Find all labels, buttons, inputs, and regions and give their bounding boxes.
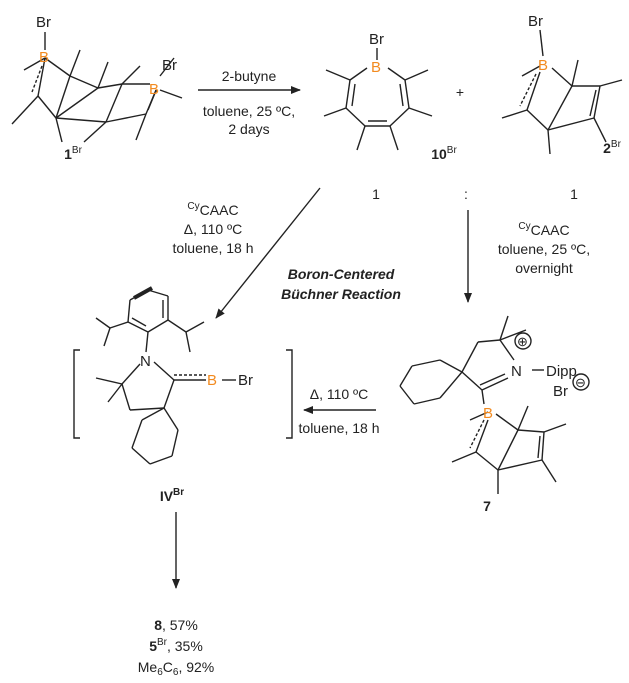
atom-b-orange: B	[39, 49, 49, 66]
step1-condition: 2 days	[228, 121, 270, 137]
ratio-left: 1	[372, 186, 380, 202]
step3-reagent: CyCAAC	[518, 222, 569, 239]
bromide-counterion: Br	[553, 383, 568, 400]
step1-condition: toluene, 25 ºC,	[202, 103, 296, 119]
compound-superscript: Br	[71, 145, 82, 156]
negative-charge: ⊖	[575, 375, 586, 390]
product-5-yield: 5Br, 35%	[149, 638, 203, 655]
atom-b-orange: B	[371, 59, 381, 76]
compound-7-label: 7	[483, 498, 491, 514]
compound-7-structure	[399, 315, 590, 494]
compound-2-label: 2Br	[603, 140, 621, 157]
formula-subscript: 6	[157, 667, 163, 678]
product-8-yield: 8, 57%	[154, 617, 198, 634]
yield-value: , 57%	[161, 617, 198, 633]
atom-br: Br	[528, 13, 543, 30]
compound-IV-label: IVBr	[160, 488, 184, 505]
compound-10-structure	[323, 48, 433, 151]
atom-br: Br	[369, 31, 384, 48]
compound-1-structure	[11, 32, 183, 143]
atom-n: N	[140, 353, 151, 370]
compound-number: 10	[431, 146, 447, 162]
step3-condition: toluene, 25 ºC,	[497, 241, 591, 257]
reagent-name: CAAC	[199, 202, 239, 218]
compound-superscript: Br	[173, 487, 185, 498]
product-me6c6-yield: Me6C6, 92%	[137, 659, 215, 678]
step3-condition: overnight	[515, 260, 573, 276]
step2-condition: Δ, 110 ºC	[183, 221, 243, 237]
dipp-label: Dipp	[546, 363, 577, 380]
positive-charge: ⊕	[517, 334, 528, 349]
atom-b-orange: B	[207, 372, 217, 389]
plus-sign: +	[455, 84, 465, 100]
ratio-right: 1	[570, 186, 578, 202]
compound-10-label: 10Br	[431, 146, 457, 163]
step1-reagent: 2-butyne	[221, 68, 277, 84]
formula-part: C	[162, 659, 173, 675]
compound-number: IV	[159, 488, 174, 504]
reaction-name: Büchner Reaction	[281, 286, 401, 302]
reaction-name: Boron-Centered	[287, 266, 395, 282]
step2-reagent: CyCAAC	[187, 202, 238, 219]
step4-condition: toluene, 18 h	[298, 420, 380, 436]
formula-subscript: 6	[172, 667, 179, 678]
yield-value: , 35%	[166, 638, 203, 654]
compound-number: 1	[64, 146, 72, 162]
atom-br: Br	[36, 14, 51, 31]
atom-b-orange: B	[538, 57, 548, 74]
compound-1-label: 1Br	[64, 146, 82, 163]
atom-br: Br	[238, 372, 253, 389]
compound-superscript: Br	[610, 139, 621, 150]
compound-number: 8	[154, 617, 162, 633]
step4-condition: Δ, 110 ºC	[309, 386, 369, 402]
compound-superscript: Br	[446, 145, 457, 156]
reagent-superscript: Cy	[187, 201, 200, 212]
reagent-superscript: Cy	[518, 221, 531, 232]
compound-2-structure	[501, 29, 623, 155]
compound-superscript: Br	[156, 637, 167, 648]
ratio-separator: :	[464, 186, 468, 202]
compound-number: 2	[603, 140, 611, 156]
reagent-name: CAAC	[530, 222, 570, 238]
formula-part: Me	[137, 659, 158, 675]
step2-condition: toluene, 18 h	[172, 240, 254, 256]
atom-b-orange: B	[483, 405, 493, 422]
arrow-step2	[215, 187, 321, 319]
compound-IV-structure	[73, 286, 293, 465]
atom-n: N	[511, 363, 522, 380]
atom-b-orange: B	[149, 81, 159, 98]
yield-value: , 92%	[178, 659, 215, 675]
compound-number: 5	[149, 638, 157, 654]
atom-br: Br	[162, 57, 177, 74]
